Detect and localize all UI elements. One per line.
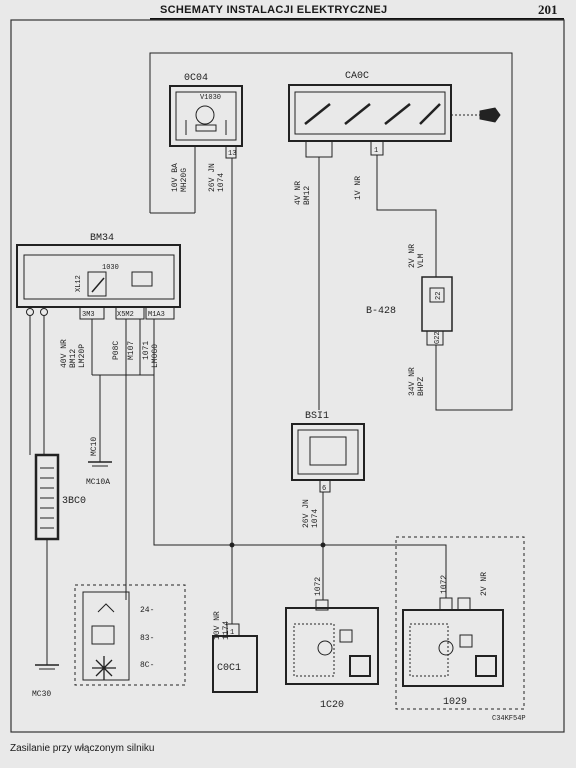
m1020-wire: 1072 xyxy=(314,577,323,596)
switch-pos-1: 24- xyxy=(140,606,154,615)
oc04-component: V1030 xyxy=(169,85,243,159)
m1029-label: 1029 xyxy=(443,697,467,708)
bm34-wire-2: P08C xyxy=(112,341,121,360)
m1020-label: 1C20 xyxy=(320,700,344,711)
b428-pin: 22 xyxy=(435,292,443,300)
m1029-wire-2: 2V NR xyxy=(480,572,489,596)
bm34-pin-3: M1A3 xyxy=(148,311,165,319)
bm34-wire-d xyxy=(153,319,330,546)
bsi1-component xyxy=(291,423,365,493)
cadc-wire-left: 4V NR xyxy=(294,181,303,205)
coc1-label: C0C1 xyxy=(217,663,241,674)
bbc0-component xyxy=(34,453,60,541)
m1029-wire-1: 1072 xyxy=(440,575,449,594)
bm34-wire-1-code: BM12 xyxy=(69,349,78,368)
bm34-wire-1-code2: LM20P xyxy=(78,344,87,368)
junction-1 xyxy=(229,542,235,548)
bsi1-wire-code: 1074 xyxy=(311,509,320,528)
oc04-wire-left-code: MH20G xyxy=(180,168,189,192)
bm34-wire-3: M107 xyxy=(127,341,136,360)
coc1-pin: 1 xyxy=(230,629,234,637)
bm34-part: 1030 xyxy=(102,264,119,272)
b428-component xyxy=(421,276,453,346)
bm34-component xyxy=(16,244,181,320)
oc04-label: 0C04 xyxy=(184,73,208,84)
coc1-wire: 10V NR xyxy=(213,611,222,640)
reference-code: C34KF54P xyxy=(492,715,526,723)
mc10a-label: MC10A xyxy=(86,478,110,487)
mc10-label: MC10 xyxy=(90,437,99,456)
page-number: 201 xyxy=(538,2,558,17)
b428-label: B-428 xyxy=(366,306,396,317)
cadc-label: CA0C xyxy=(345,71,369,82)
bm34-inner-label: XL12 xyxy=(75,275,83,292)
cadc-wire-right: 1V NR xyxy=(354,176,363,200)
oc04-wire-mid: 26V JN xyxy=(208,163,217,192)
mc30-label: MC30 xyxy=(32,690,51,699)
oc04-part: V1030 xyxy=(200,94,221,102)
header-rule xyxy=(150,18,564,20)
switch-pos-3: 8C- xyxy=(140,661,154,670)
page-title: SCHEMATY INSTALACJI ELEKTRYCZNEJ xyxy=(160,4,388,16)
bsi1-label: BSI1 xyxy=(305,411,329,422)
oc04-pin: 13 xyxy=(228,150,236,158)
switch-panel xyxy=(74,584,186,686)
oc04-wire-mid-code: 1074 xyxy=(217,173,226,192)
b428-wire-bottom: 34V NR xyxy=(408,367,417,396)
ground-mc10 xyxy=(88,461,112,467)
diagram-frame xyxy=(10,19,565,733)
coc1-component xyxy=(212,623,258,693)
cadc-pin: 1 xyxy=(374,147,378,155)
bm34-pin-2: X5M2 xyxy=(117,311,134,319)
bm34-pin-1: 3M3 xyxy=(82,311,95,319)
bm34-wire-1: 40V NR xyxy=(60,339,69,368)
cadc-wire-2 xyxy=(376,155,437,277)
b428-connector: G22 xyxy=(434,331,442,344)
oc04-wire-left: 10V BA xyxy=(171,163,180,192)
m1029-supply-wire xyxy=(323,544,447,598)
frame-wire-top xyxy=(149,52,513,411)
bm34-wire-4: 1071 xyxy=(142,341,151,360)
ground-mc30 xyxy=(35,664,59,670)
bsi1-pin: 6 xyxy=(322,485,326,493)
page-header: SCHEMATY INSTALACJI ELEKTRYCZNEJ 201 xyxy=(0,0,576,20)
switch-pos-2: 83- xyxy=(140,634,154,643)
bm34-wire-4-code: LM0G0 xyxy=(151,344,160,368)
cadc-component xyxy=(288,84,501,158)
b428-wire-top-code: VLM xyxy=(417,253,426,268)
m1029-component xyxy=(395,536,525,710)
bbc0-label: 3BC0 xyxy=(62,496,86,507)
cadc-wire-left-code: BM12 xyxy=(303,186,312,205)
b428-wire-bottom-code: BHPZ xyxy=(417,377,426,396)
figure-caption: Zasilanie przy włączonym silniku xyxy=(10,743,155,754)
b428-wire-top: 2V NR xyxy=(408,244,417,268)
m1020-component xyxy=(285,599,379,685)
bsi1-wire: 26V JN xyxy=(302,499,311,528)
bm34-label: BM34 xyxy=(90,233,114,244)
